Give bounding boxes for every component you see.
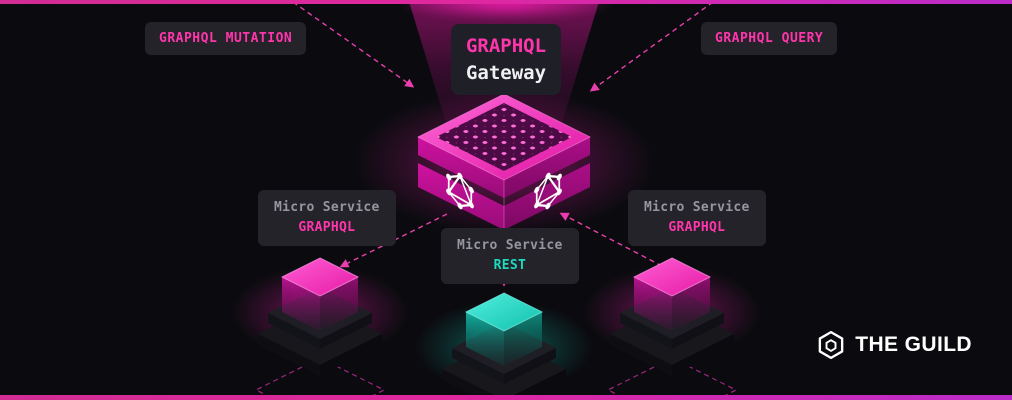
top-border [0, 0, 1012, 4]
microservice-label-right: Micro Service GRAPHQL [628, 190, 766, 247]
gateway-title-line2: Gateway [465, 61, 547, 84]
service-cube-right [584, 257, 760, 376]
service-name: Micro Service [457, 238, 563, 253]
microservice-label-left: Micro Service GRAPHQL [258, 190, 396, 247]
gateway-title: GRAPHQL Gateway [450, 24, 562, 96]
brand-logo: THE GUILD [816, 330, 972, 360]
graphql-query-label: GRAPHQL QUERY [701, 22, 838, 55]
service-type: GRAPHQL [298, 220, 356, 236]
guild-logo-icon [818, 330, 844, 360]
gateway-cube [354, 90, 654, 234]
bottom-border [0, 395, 1012, 400]
gateway-title-line1: GRAPHQL [465, 35, 547, 57]
brand-name: THE GUILD [855, 333, 972, 356]
graphql-logo-left-icon [446, 172, 474, 210]
service-cube-left [232, 257, 408, 376]
graphql-query-text: GRAPHQL QUERY [715, 31, 824, 46]
service-name: Micro Service [644, 200, 750, 215]
microservice-label-center: Micro Service REST [441, 228, 579, 285]
service-type: GRAPHQL [668, 220, 726, 236]
graphql-mutation-label: GRAPHQL MUTATION [145, 22, 307, 55]
floor-grid [254, 357, 738, 400]
graphql-logo-right-icon [534, 172, 562, 210]
service-type: REST [493, 258, 527, 274]
graphql-mutation-text: GRAPHQL MUTATION [159, 31, 293, 46]
service-cube-center [416, 292, 592, 400]
spotlight-glow [398, 0, 614, 20]
service-name: Micro Service [274, 200, 380, 215]
